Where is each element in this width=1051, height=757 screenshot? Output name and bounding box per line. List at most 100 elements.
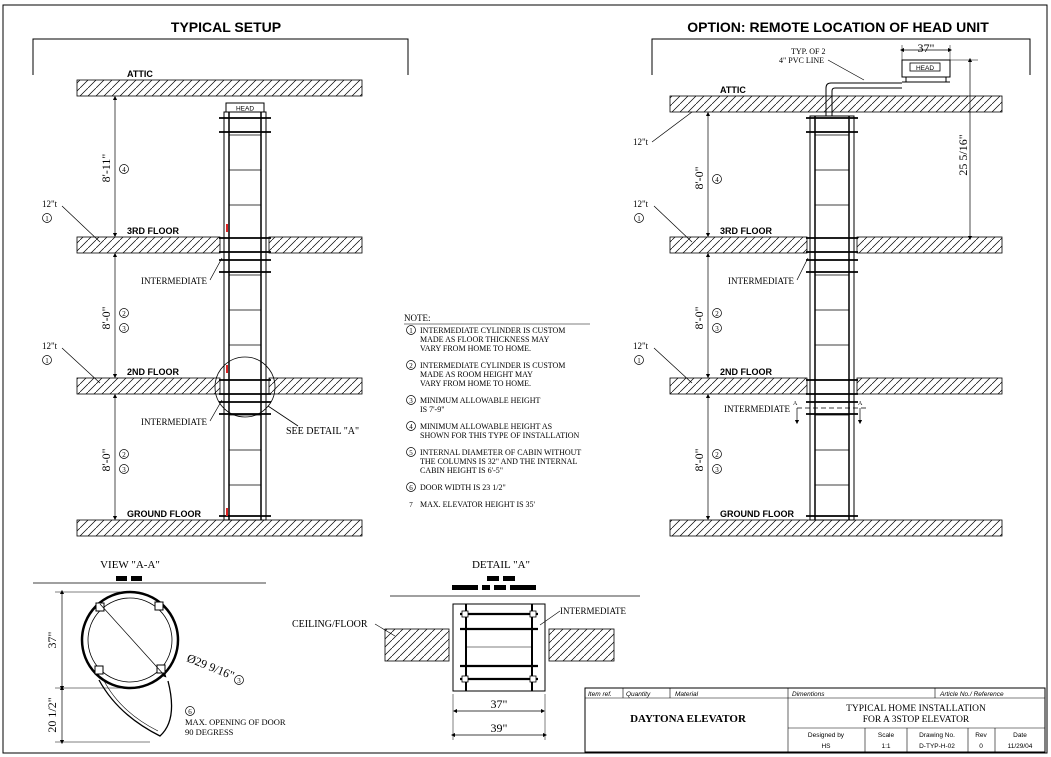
svg-text:2: 2 — [715, 451, 719, 459]
typical-callouts: 4 2 3 2 3 12"t 1 12"t 1 — [42, 164, 129, 474]
svg-text:3: 3 — [715, 325, 719, 333]
remote-head-unit: HEAD 37" 25 5/16" — [899, 41, 978, 241]
remote-dim-top: 8'-0" — [692, 166, 706, 189]
remote-floor2-slab-left — [669, 377, 808, 395]
tb-drawing-label: Drawing No. — [919, 732, 955, 739]
note-number-circle — [406, 360, 416, 370]
remote-floor3-slab-right — [856, 236, 1003, 254]
pvc-label-1: TYP. OF 2 — [791, 47, 825, 56]
svg-text:6: 6 — [188, 708, 192, 716]
view-aa-height: 37" — [45, 631, 59, 648]
note-line: MAX. ELEVATOR HEIGHT IS 35' — [420, 500, 536, 509]
remote-dim-mid: 8'-0" — [692, 306, 706, 329]
detail-outer-dim: 39" — [491, 721, 508, 735]
tb-scale: 1:1 — [881, 743, 890, 750]
tb-rev: 0 — [979, 743, 983, 750]
note-number: 4 — [409, 423, 413, 431]
pvc-line: TYP. OF 2 4" PVC LINE — [779, 47, 902, 116]
svg-text:12"t: 12"t — [633, 199, 649, 209]
note-line: THE COLUMNS IS 32" AND THE INTERNAL — [420, 457, 577, 466]
section-mark-left: A — [793, 401, 798, 407]
remote-dimensions: 8'-0" 8'-0" 8'-0" 4 2 3 2 3 — [692, 111, 722, 521]
view-aa-door-dim: 20 1/2" — [45, 697, 59, 732]
note-line: INTERMEDIATE CYLINDER IS CUSTOM — [420, 326, 565, 335]
tb-scale-label: Scale — [878, 732, 895, 739]
tb-designed: HS — [821, 743, 831, 750]
elevator-shaft: HEAD — [219, 102, 271, 521]
typical-slab-2nd: 12"t — [42, 341, 58, 351]
cabin-plan — [80, 590, 180, 737]
detail-a-title: DETAIL "A" — [472, 559, 530, 571]
svg-text:1: 1 — [637, 215, 641, 223]
note-line: MINIMUM ALLOWABLE HEIGHT AS — [420, 422, 552, 431]
attic-slab — [76, 79, 363, 97]
note-item: 6 DOOR WIDTH IS 23 1/2" — [406, 482, 506, 492]
typical-dimensions: 8'-11" 8'-0" 8'-0" — [99, 95, 118, 521]
svg-text:4: 4 — [715, 176, 719, 184]
ceiling-floor-label: CEILING/FLOOR — [292, 619, 368, 630]
detail-inner-dim: 37" — [491, 697, 508, 711]
tb-article-label: Article No./ Reference — [939, 691, 1004, 698]
typical-ground-label: GROUND FLOOR — [127, 509, 201, 519]
note-number: 7 — [409, 501, 413, 509]
svg-text:12"t: 12"t — [633, 341, 649, 351]
note-line: DOOR WIDTH IS 23 1/2" — [420, 483, 506, 492]
note-line: IS 7'-9" — [420, 405, 444, 414]
tb-material-label: Material — [675, 691, 699, 698]
typical-floor3-label: 3RD FLOOR — [127, 226, 180, 236]
remote-floor3-slab-left — [669, 236, 808, 254]
sheet-border — [2, 4, 1048, 754]
remote-intermediate-2nd: INTERMEDIATE — [724, 404, 790, 414]
note-line: INTERNAL DIAMETER OF CABIN WITHOUT — [420, 448, 581, 457]
tb-date-label: Date — [1013, 732, 1027, 739]
note-number-circle — [406, 325, 416, 335]
svg-text:3: 3 — [715, 466, 719, 474]
note-number: 3 — [409, 397, 413, 405]
view-aa-diameter: Ø29 9/16" — [185, 651, 237, 683]
typical-intermediate-2nd: INTERMEDIATE — [141, 417, 207, 427]
svg-text:2: 2 — [715, 310, 719, 318]
typical-dim-bot: 8'-0" — [99, 448, 113, 471]
typical-dim-top: 8'-11" — [99, 154, 113, 183]
typical-floor2-label: 2ND FLOOR — [127, 367, 180, 377]
remote-title: OPTION: REMOTE LOCATION OF HEAD UNIT — [687, 19, 989, 35]
note-number: 1 — [409, 327, 413, 335]
tb-date: 11/29/04 — [1008, 743, 1033, 750]
note-number-circle — [406, 395, 416, 405]
note-number: 6 — [409, 484, 413, 492]
typical-head-label: HEAD — [236, 106, 254, 113]
tb-title-1: TYPICAL HOME INSTALLATION — [846, 704, 986, 714]
remote-ground-label: GROUND FLOOR — [720, 509, 794, 519]
typical-dim-mid: 8'-0" — [99, 306, 113, 329]
note-number-circle — [406, 421, 416, 431]
note-line: MADE AS ROOM HEIGHT MAY — [420, 370, 533, 379]
svg-text:12"t: 12"t — [633, 137, 649, 147]
note-line: MADE AS FLOOR THICKNESS MAY — [420, 335, 550, 344]
ground-slab — [76, 519, 363, 537]
remote-elevator-shaft: A A — [793, 115, 866, 521]
typical-intermediate-3rd: INTERMEDIATE — [141, 276, 207, 286]
svg-text:3: 3 — [122, 325, 126, 333]
remote-head-label: HEAD — [916, 65, 934, 72]
svg-text:3: 3 — [237, 677, 241, 685]
floor3-slab — [76, 236, 363, 254]
note-line: CABIN HEIGHT IS 6'-5" — [420, 466, 503, 475]
view-aa: VIEW "A-A" 37" 20 1/2" Ø29 9/16" — [33, 559, 286, 745]
remote-floor2-label: 2ND FLOOR — [720, 367, 773, 377]
remote-ground-slab — [669, 519, 1003, 537]
remote-attic-label: ATTIC — [720, 85, 746, 95]
tb-title-2: FOR A 3STOP ELEVATOR — [863, 715, 970, 725]
typical-attic-label: ATTIC — [127, 69, 153, 79]
remote-head-width: 37" — [918, 41, 935, 55]
note-line: VARY FROM HOME TO HOME. — [420, 379, 531, 388]
typical-slab-3rd: 12"t — [42, 199, 58, 209]
tb-drawing: D-TYP-H-02 — [919, 743, 955, 750]
tb-dimensions-label: Dimentions — [792, 691, 825, 698]
typical-title: TYPICAL SETUP — [171, 19, 281, 35]
section-mark-right: A — [858, 401, 863, 407]
